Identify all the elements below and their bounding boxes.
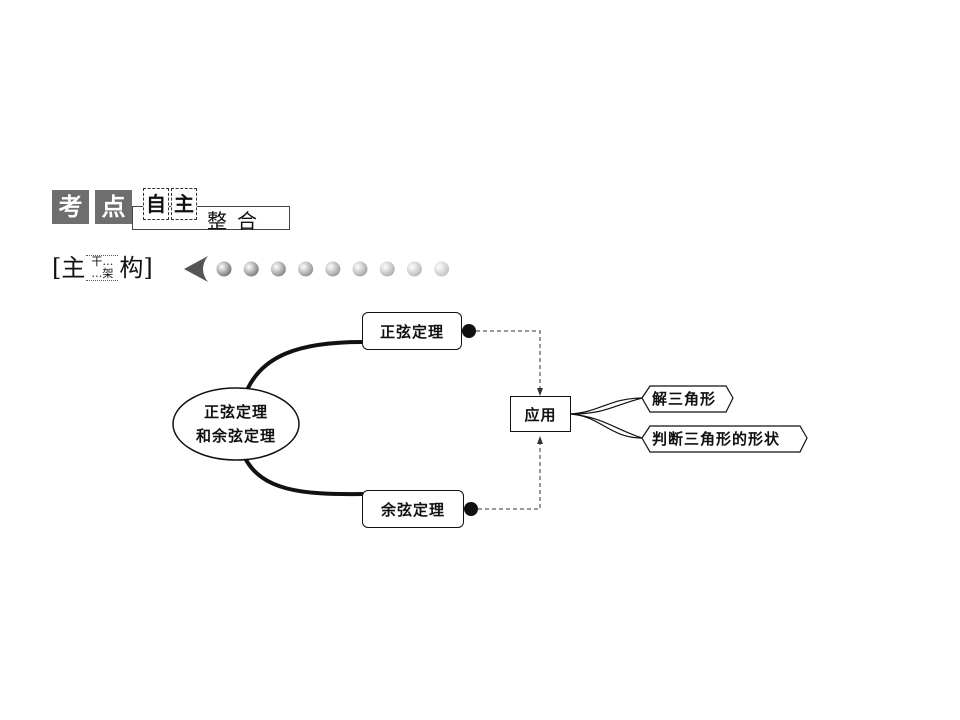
progress-dot bbox=[216, 261, 232, 277]
leaf1-shape bbox=[641, 385, 734, 413]
dashed-link-bottom bbox=[478, 440, 541, 510]
progress-dot bbox=[406, 261, 422, 277]
progress-dot bbox=[434, 261, 450, 277]
branch-to-leaf1 bbox=[570, 397, 643, 415]
header-box-zhu: 主 bbox=[171, 188, 197, 220]
sine-law-node: 正弦定理 bbox=[362, 312, 462, 350]
section-small-gan: 干… bbox=[91, 255, 114, 268]
header-chip-dian: 点 bbox=[95, 190, 132, 224]
progress-dots-icon bbox=[184, 256, 450, 282]
section-big-gou: 构 bbox=[119, 254, 144, 282]
leaf2-shape bbox=[641, 425, 808, 453]
section-label: [ 主 干… …架 构 ] bbox=[52, 250, 153, 286]
section-small-jia: …架 bbox=[91, 267, 114, 280]
progress-dot bbox=[270, 261, 286, 277]
dashed-link-top bbox=[476, 330, 541, 392]
curve-to-sine-node bbox=[243, 340, 364, 397]
arrowhead-up-icon bbox=[537, 436, 543, 444]
section-bracket-close: ] bbox=[143, 254, 153, 282]
center-ellipse bbox=[172, 387, 300, 461]
leaf-triangle-shape: 判断三角形的形状 bbox=[652, 430, 781, 448]
leaf-solve-triangle: 解三角形 bbox=[652, 390, 717, 408]
header-chip-kao: 考 bbox=[52, 190, 89, 224]
progress-dot bbox=[243, 261, 259, 277]
section-big-zhu: 主 bbox=[61, 254, 86, 282]
progress-dot bbox=[298, 261, 314, 277]
section-small-text: 干… …架 bbox=[86, 255, 119, 281]
center-node-text: 正弦定理 和余弦定理 bbox=[176, 394, 296, 454]
curve-to-cosine-node bbox=[243, 456, 364, 497]
progress-dot bbox=[325, 261, 341, 277]
left-arrowhead-icon bbox=[184, 256, 208, 282]
progress-dot bbox=[352, 261, 368, 277]
cosine-law-node: 余弦定理 bbox=[362, 490, 464, 528]
progress-dot bbox=[379, 261, 395, 277]
center-node-line2: 和余弦定理 bbox=[195, 427, 276, 445]
header-box-zi: 自 bbox=[143, 188, 169, 220]
section-bracket-open: [ bbox=[52, 254, 62, 282]
cosine-node-dot bbox=[464, 502, 478, 516]
application-node: 应用 bbox=[510, 396, 571, 432]
sine-node-dot bbox=[462, 324, 476, 338]
header-bar-text: 整合 bbox=[207, 209, 267, 233]
center-node-line1: 正弦定理 bbox=[203, 403, 268, 421]
arrowhead-down-icon bbox=[537, 388, 543, 396]
